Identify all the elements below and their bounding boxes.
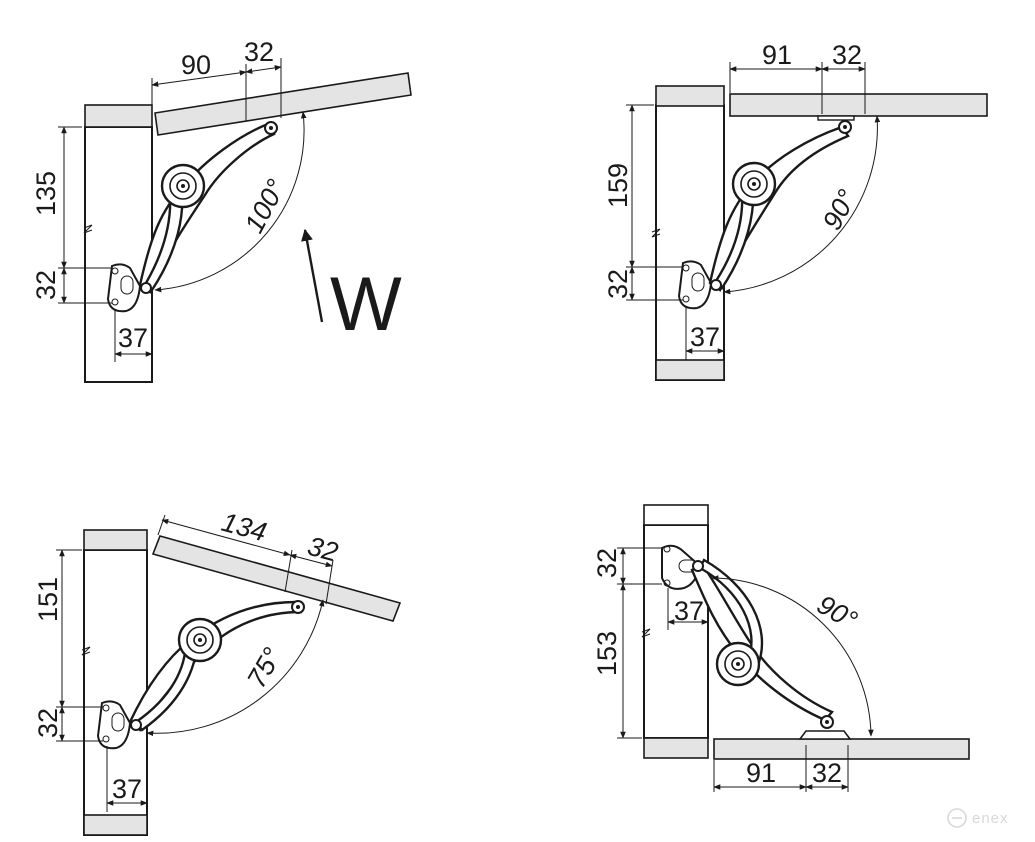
figure-bottom-left: 134 32 151 32 37 75°: [33, 507, 402, 836]
angle-label: 100°: [239, 174, 292, 238]
dimension-label: 37: [674, 596, 704, 626]
dimension-label: 32: [592, 548, 622, 578]
screw-hole-icon: [663, 545, 671, 553]
angle-arc: [146, 599, 325, 737]
dimension-label: 91: [762, 40, 792, 70]
cabinet-top-panel: [84, 104, 153, 128]
dimension-label: 32: [812, 758, 842, 788]
figure-top-right: 91 32 159 32 37 90°: [603, 40, 988, 381]
screw-hole-icon: [111, 267, 119, 275]
dimension-line: [151, 70, 247, 87]
wall-mounting-plate: [96, 700, 132, 750]
cabinet-side-wall: [655, 104, 725, 381]
cabinet-bottom-panel: [643, 737, 709, 759]
dimension-label: 153: [592, 631, 622, 676]
dimension-label: 135: [31, 171, 61, 216]
lid-pivot-center: [269, 126, 273, 130]
dimension-line: [289, 553, 333, 568]
dimension-label: 32: [603, 269, 633, 299]
dimension-line: [161, 518, 291, 557]
cabinet-bottom-panel: [83, 814, 148, 836]
wall-pivot-icon: [130, 719, 142, 731]
dimension-label: 151: [33, 577, 63, 622]
figure-bottom-right: 32 153 37 91 32 90°: [592, 504, 970, 792]
dimension-label: 134: [218, 507, 269, 548]
lid-pivot-center: [825, 720, 829, 724]
angle-arc: [154, 111, 307, 293]
adjust-slot: [111, 712, 125, 732]
lid-panel: [729, 93, 988, 117]
lid-panel: [151, 535, 402, 622]
dimension-label: 32: [304, 531, 341, 568]
break-mark: [83, 224, 93, 234]
screw-hole-icon: [111, 298, 119, 306]
dimension-label: 91: [746, 758, 776, 788]
cabinet-bottom-panel: [655, 359, 725, 381]
wall-mounting-plate: [661, 544, 702, 590]
lid-pivot-center: [843, 125, 847, 129]
dimension-label: 159: [603, 163, 633, 208]
break-mark: [81, 646, 91, 656]
cabinet-top-panel: [83, 529, 148, 551]
logo-text: enex: [972, 810, 1009, 827]
dimension-label: 32: [31, 270, 61, 300]
figure-top-left: 90 32 135 32 37 100° W: [31, 37, 412, 383]
angle-arc: [723, 115, 881, 295]
pivot-center: [736, 662, 740, 666]
pivot-center: [181, 184, 185, 188]
lid-bracket: [798, 730, 852, 740]
dimension-line: [245, 65, 282, 74]
dimension-label: 90: [181, 50, 211, 80]
dimension-label: 37: [112, 774, 142, 804]
screw-hole-icon: [102, 704, 110, 712]
dimension-label: 37: [690, 322, 720, 352]
lid-bracket: [817, 115, 855, 121]
screw-hole-icon: [663, 579, 671, 587]
watermark-logo: enex: [947, 808, 1009, 828]
dimension-label: 37: [118, 323, 148, 353]
cabinet-side-wall: [83, 549, 148, 836]
angle-label: 75°: [241, 642, 287, 693]
logo-icon: [947, 808, 967, 828]
force-arrow: [301, 228, 324, 323]
dimension-label: 32: [832, 40, 862, 70]
adjust-slot: [691, 272, 705, 292]
lid-panel: [713, 738, 970, 760]
dimension-label: 32: [33, 708, 63, 738]
screw-hole-icon: [682, 264, 690, 272]
pivot-center: [198, 638, 202, 642]
lid-panel: [154, 72, 412, 136]
cabinet-side-wall: [84, 126, 153, 383]
screw-hole-icon: [682, 295, 690, 303]
angle-label: 90°: [817, 185, 863, 235]
extension-line: [157, 514, 166, 536]
angle-label: 90°: [812, 589, 863, 635]
force-label: W: [330, 262, 402, 347]
extension-line: [325, 559, 334, 605]
pivot-center: [752, 182, 756, 186]
screw-hole-icon: [102, 735, 110, 743]
adjust-slot: [120, 275, 134, 295]
dimension-label: 32: [244, 37, 274, 67]
angle-arc: [711, 575, 874, 737]
wall-pivot-icon: [692, 560, 704, 572]
break-mark: [651, 228, 661, 238]
break-mark: [641, 628, 651, 638]
wall-pivot-icon: [140, 282, 152, 294]
cabinet-top-panel: [643, 504, 709, 526]
lid-pivot-center: [296, 605, 300, 609]
cabinet-top-panel: [655, 85, 725, 107]
wall-pivot-icon: [710, 279, 722, 291]
